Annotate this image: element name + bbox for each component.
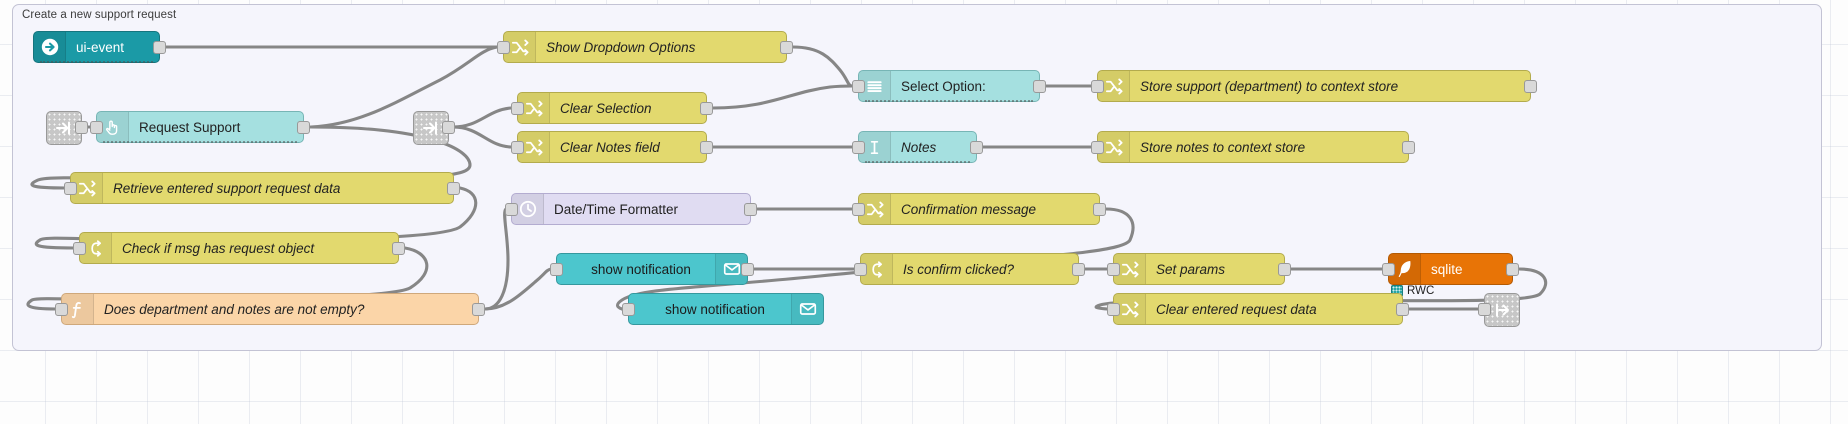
node-select-option[interactable]: Select Option: <box>852 70 1046 102</box>
input-port[interactable] <box>511 102 524 115</box>
node-dash-edge <box>103 139 297 143</box>
node-is-confirm-clicked[interactable]: Is confirm clicked? <box>854 253 1085 285</box>
output-port[interactable] <box>1072 263 1085 276</box>
change-icon <box>1098 132 1130 162</box>
input-port[interactable] <box>55 303 68 316</box>
node-clear-entered-request-data[interactable]: Clear entered request data <box>1107 293 1409 325</box>
input-port[interactable] <box>550 263 563 276</box>
input-port[interactable] <box>505 203 518 216</box>
output-port[interactable] <box>297 121 310 134</box>
output-port[interactable] <box>700 141 713 154</box>
input-port[interactable] <box>1107 303 1120 316</box>
node-label: Clear Selection <box>560 100 652 116</box>
output-port[interactable] <box>472 303 485 316</box>
output-port[interactable] <box>1033 80 1046 93</box>
input-port[interactable] <box>1091 80 1104 93</box>
node-clear-notes-field[interactable]: Clear Notes field <box>511 131 713 163</box>
node-label: Is confirm clicked? <box>903 261 1015 277</box>
node-label: Clear Notes field <box>560 139 660 155</box>
input-port[interactable] <box>1107 263 1120 276</box>
output-port[interactable] <box>780 41 793 54</box>
input-port[interactable] <box>622 303 635 316</box>
node-label: Date/Time Formatter <box>554 201 679 217</box>
node-label: Set params <box>1156 261 1226 277</box>
node-dash-edge <box>865 98 1033 102</box>
node-label: show notification <box>591 261 691 277</box>
input-port[interactable] <box>73 242 86 255</box>
input-port[interactable] <box>852 203 865 216</box>
output-port[interactable] <box>744 203 757 216</box>
input-port[interactable] <box>90 121 103 134</box>
node-does-department-notes-not-empty[interactable]: Does department and notes are not empty? <box>55 293 485 325</box>
node-label: Clear entered request data <box>1156 301 1317 317</box>
node-label: Select Option: <box>901 78 986 94</box>
output-port[interactable] <box>1402 141 1415 154</box>
output-port[interactable] <box>970 141 983 154</box>
node-store-support-department[interactable]: Store support (department) to context st… <box>1091 70 1537 102</box>
output-port[interactable] <box>75 121 88 134</box>
feather-icon <box>1389 254 1421 284</box>
node-notes[interactable]: Notes <box>852 131 983 163</box>
input-port[interactable] <box>852 141 865 154</box>
output-port[interactable] <box>1093 203 1106 216</box>
node-ui-event[interactable]: ui-event <box>33 31 166 63</box>
node-retrieve-entered-data[interactable]: Retrieve entered support request data <box>64 172 460 204</box>
output-port[interactable] <box>1396 303 1409 316</box>
output-port[interactable] <box>392 242 405 255</box>
node-link-in-request-support[interactable] <box>46 111 88 145</box>
node-check-msg-request-object[interactable]: Check if msg has request object <box>73 232 405 264</box>
output-port[interactable] <box>153 41 166 54</box>
node-label: Show Dropdown Options <box>546 39 696 55</box>
node-label: Store support (department) to context st… <box>1140 78 1399 94</box>
node-label: Store notes to context store <box>1140 139 1306 155</box>
node-label: Request Support <box>139 119 241 135</box>
node-show-notification-1[interactable]: show notification <box>550 253 754 285</box>
output-port[interactable] <box>1278 263 1291 276</box>
node-set-params[interactable]: Set params <box>1107 253 1291 285</box>
node-label: Check if msg has request object <box>122 240 315 256</box>
node-label: ui-event <box>76 39 125 55</box>
input-port[interactable] <box>64 182 77 195</box>
node-link-in-clear[interactable] <box>413 111 455 145</box>
node-show-dropdown-options[interactable]: Show Dropdown Options <box>497 31 793 63</box>
input-port[interactable] <box>511 141 524 154</box>
output-port[interactable] <box>700 102 713 115</box>
node-date-time-formatter[interactable]: Date/Time Formatter <box>505 193 757 225</box>
node-label: Does department and notes are not empty? <box>104 301 365 317</box>
node-dash-edge <box>40 59 153 63</box>
input-port[interactable] <box>854 263 867 276</box>
input-port[interactable] <box>852 80 865 93</box>
input-port[interactable] <box>1478 303 1491 316</box>
node-label: Confirmation message <box>901 201 1037 217</box>
arrow-right-circle-icon <box>34 32 66 62</box>
input-port[interactable] <box>1382 263 1395 276</box>
output-port[interactable] <box>1506 263 1519 276</box>
node-link-out-end[interactable] <box>1478 293 1520 327</box>
node-request-support[interactable]: Request Support <box>90 111 310 143</box>
node-label: Retrieve entered support request data <box>113 180 341 196</box>
input-port[interactable] <box>1091 141 1104 154</box>
node-label: Notes <box>901 139 937 155</box>
node-confirmation-message[interactable]: Confirmation message <box>852 193 1106 225</box>
node-clear-selection[interactable]: Clear Selection <box>511 92 713 124</box>
node-show-notification-2[interactable]: show notification <box>622 293 824 325</box>
envelope-icon <box>791 294 823 324</box>
input-port[interactable] <box>497 41 510 54</box>
output-port[interactable] <box>741 263 754 276</box>
node-dash-edge <box>865 159 970 163</box>
output-port[interactable] <box>1524 80 1537 93</box>
output-port[interactable] <box>447 182 460 195</box>
status-label: RWC <box>1407 285 1435 297</box>
flow-group-label: Create a new support request <box>22 9 177 21</box>
output-port[interactable] <box>442 121 455 134</box>
node-sqlite[interactable]: sqlite <box>1382 253 1519 285</box>
node-label: show notification <box>665 301 765 317</box>
node-label: sqlite <box>1431 261 1463 277</box>
node-store-notes[interactable]: Store notes to context store <box>1091 131 1415 163</box>
